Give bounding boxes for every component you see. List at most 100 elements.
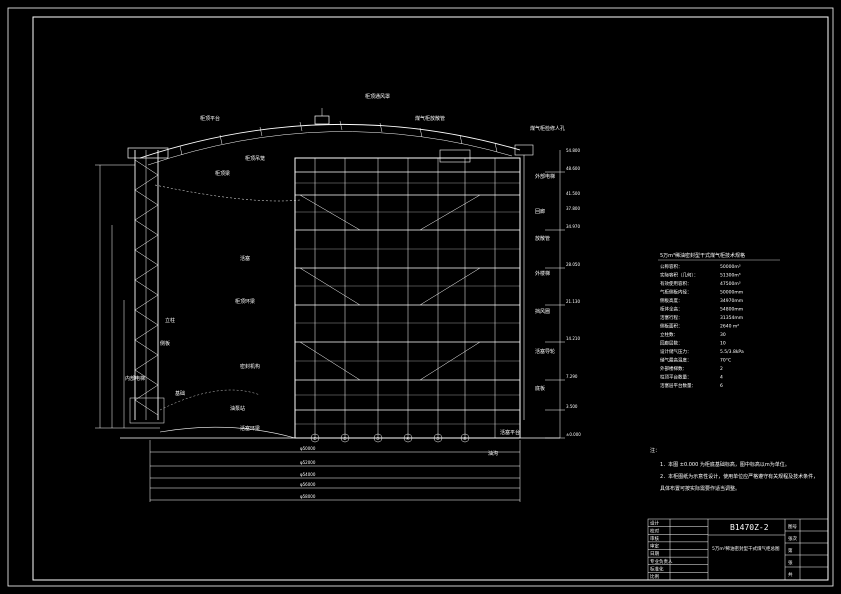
right-dims — [545, 150, 565, 439]
callout-23: 油沟 — [488, 450, 498, 457]
spec-row-label: 柱顶平台数量： — [660, 374, 692, 381]
callout-7: 回廊 — [535, 208, 545, 215]
callout-22: 活塞平台 — [500, 429, 520, 436]
bottom-dim-labels: φ50000 φ52000 φ54000 φ56000 φ58000 — [300, 446, 316, 499]
shell-lines — [295, 182, 520, 425]
callout-16: 密封机构 — [240, 363, 260, 370]
title-block-right-cell: 图号 — [788, 524, 797, 530]
callouts: 柜顶通风罩 柜顶平台 煤气柜放散管 煤气柜检修人孔 柜顶吊笼 柜顶梁 外部电梯 … — [125, 93, 565, 457]
spec-row-label: 活塞层平台数量： — [660, 382, 696, 389]
callout-13: 立柱 — [165, 317, 175, 324]
spec-row-label: 活塞行程： — [660, 314, 683, 321]
callout-3: 煤气柜检修人孔 — [530, 125, 565, 132]
title-block-left-cell: 日期 — [650, 551, 659, 557]
gasholder-section — [95, 108, 565, 502]
callout-17: 内部电梯 — [125, 375, 145, 382]
spec-row-label: 侧板面积： — [660, 323, 683, 330]
callout-20: 油泵站 — [230, 405, 245, 412]
callout-19: 基础 — [175, 390, 185, 397]
axis-marker-label: ⑥ — [463, 436, 467, 441]
title-block-drawing-title: 5万m³稀油密封型干式煤气柜总图 — [712, 545, 780, 552]
notes: 注： 1．本图 ±0.000 为柜底基础标高，图中标高以m为单位。 2．本柜图纸… — [650, 447, 818, 492]
elev-6: 21.130 — [566, 299, 580, 304]
axis-marker-label: ③ — [376, 436, 380, 441]
spec-row-value: 10 — [720, 341, 726, 347]
spec-row-label: 实际容积（几何）： — [660, 272, 698, 279]
elev-10: ±0.000 — [566, 432, 581, 437]
elev-2: 41.500 — [566, 191, 580, 196]
title-block-right-cell: 张次 — [788, 535, 797, 542]
spec-row-value: 47500m³ — [720, 281, 741, 287]
axis-marker-label: ④ — [406, 436, 410, 441]
left-tower — [127, 147, 169, 424]
bdim-3: φ56000 — [300, 482, 316, 487]
elev-1: 48.600 — [566, 166, 580, 171]
callout-2: 煤气柜放散管 — [415, 115, 445, 122]
spec-row-value: 6 — [720, 383, 723, 389]
note-3: 具体布置可按实际需要作适当调整。 — [660, 485, 740, 492]
spec-row-label: 气柜侧板内径： — [660, 289, 692, 296]
roof-dome-inner — [147, 131, 513, 166]
bottom-dims — [149, 440, 521, 502]
callout-9: 活塞 — [240, 255, 250, 262]
callout-15: 活塞导轮 — [535, 348, 555, 355]
ground-slope — [159, 426, 296, 439]
crown-left — [439, 149, 471, 163]
spec-row-value: 5.5/3.8kPa — [720, 349, 744, 355]
elev-4: 34.970 — [566, 224, 580, 229]
spec-row-value: 31354mm — [720, 315, 743, 321]
internal-stairs — [299, 194, 481, 381]
callout-21: 活塞环梁 — [240, 425, 260, 432]
callout-5: 柜顶梁 — [215, 170, 230, 177]
callout-8: 放散管 — [535, 235, 550, 242]
elev-8: 7.290 — [566, 374, 578, 379]
callout-1: 柜顶平台 — [200, 115, 220, 122]
title-block — [647, 518, 829, 581]
callout-14: 侧板 — [160, 340, 170, 347]
left-dims — [95, 164, 160, 429]
title-block-left-cell: 审核 — [650, 535, 659, 542]
axis-marker-label: ② — [343, 436, 347, 441]
elev-5: 28.050 — [566, 262, 580, 267]
title-block-right-cell: 第 — [788, 547, 793, 554]
spec-row-value: 54800mm — [720, 307, 743, 313]
holder-columns — [314, 158, 496, 438]
notes-heading: 注： — [650, 447, 660, 454]
title-block-drawing-number: B1470Z-2 — [730, 523, 769, 532]
callout-11: 柜顶环梁 — [235, 298, 255, 305]
callout-18: 底板 — [535, 385, 545, 392]
spec-row-label: 立柱数： — [660, 331, 678, 338]
spec-row-value: 50000mm — [720, 290, 743, 296]
title-block-left-cell: 校对 — [650, 527, 659, 534]
holder-wall — [294, 157, 521, 439]
spec-row-label: 侧板高度： — [660, 297, 683, 304]
bdim-1: φ52000 — [300, 460, 316, 465]
spec-row-value: 51300m³ — [720, 273, 741, 279]
title-block-left-cell: 设计 — [650, 520, 659, 527]
roof-dome-outer — [139, 123, 521, 159]
callout-10: 外楼梯 — [535, 270, 550, 277]
spec-rows: 公称容积：50000m³实际容积（几何）：51300m³有效使用容积：47500… — [660, 263, 744, 389]
spec-row-value: 70°C — [720, 358, 731, 364]
elevation-labels: 54.800 48.600 41.500 37.800 34.970 28.05… — [566, 148, 581, 437]
callout-0: 柜顶通风罩 — [365, 93, 390, 100]
elev-3: 37.800 — [566, 206, 580, 211]
spec-row-value: 2640 m² — [720, 324, 739, 330]
spec-row-label: 设计储气压力： — [660, 348, 692, 355]
spec-row-value: 4 — [720, 375, 723, 381]
elev-0: 54.800 — [566, 148, 580, 153]
spec-row-value: 2 — [720, 366, 723, 372]
bdim-0: φ50000 — [300, 446, 316, 451]
outer-border — [7, 7, 834, 587]
crown-right — [514, 144, 534, 156]
note-2: 2．本柜图纸为示意性设计，使用单位应严格遵守有关规程及技术条件， — [660, 473, 818, 480]
title-block-right-cell: 共 — [788, 571, 793, 578]
elev-7: 14.210 — [566, 336, 580, 341]
axis-marker-label: ⑤ — [436, 436, 440, 441]
spec-row-value: 30 — [720, 332, 726, 338]
title-block-left-cell: 审定 — [650, 543, 659, 550]
